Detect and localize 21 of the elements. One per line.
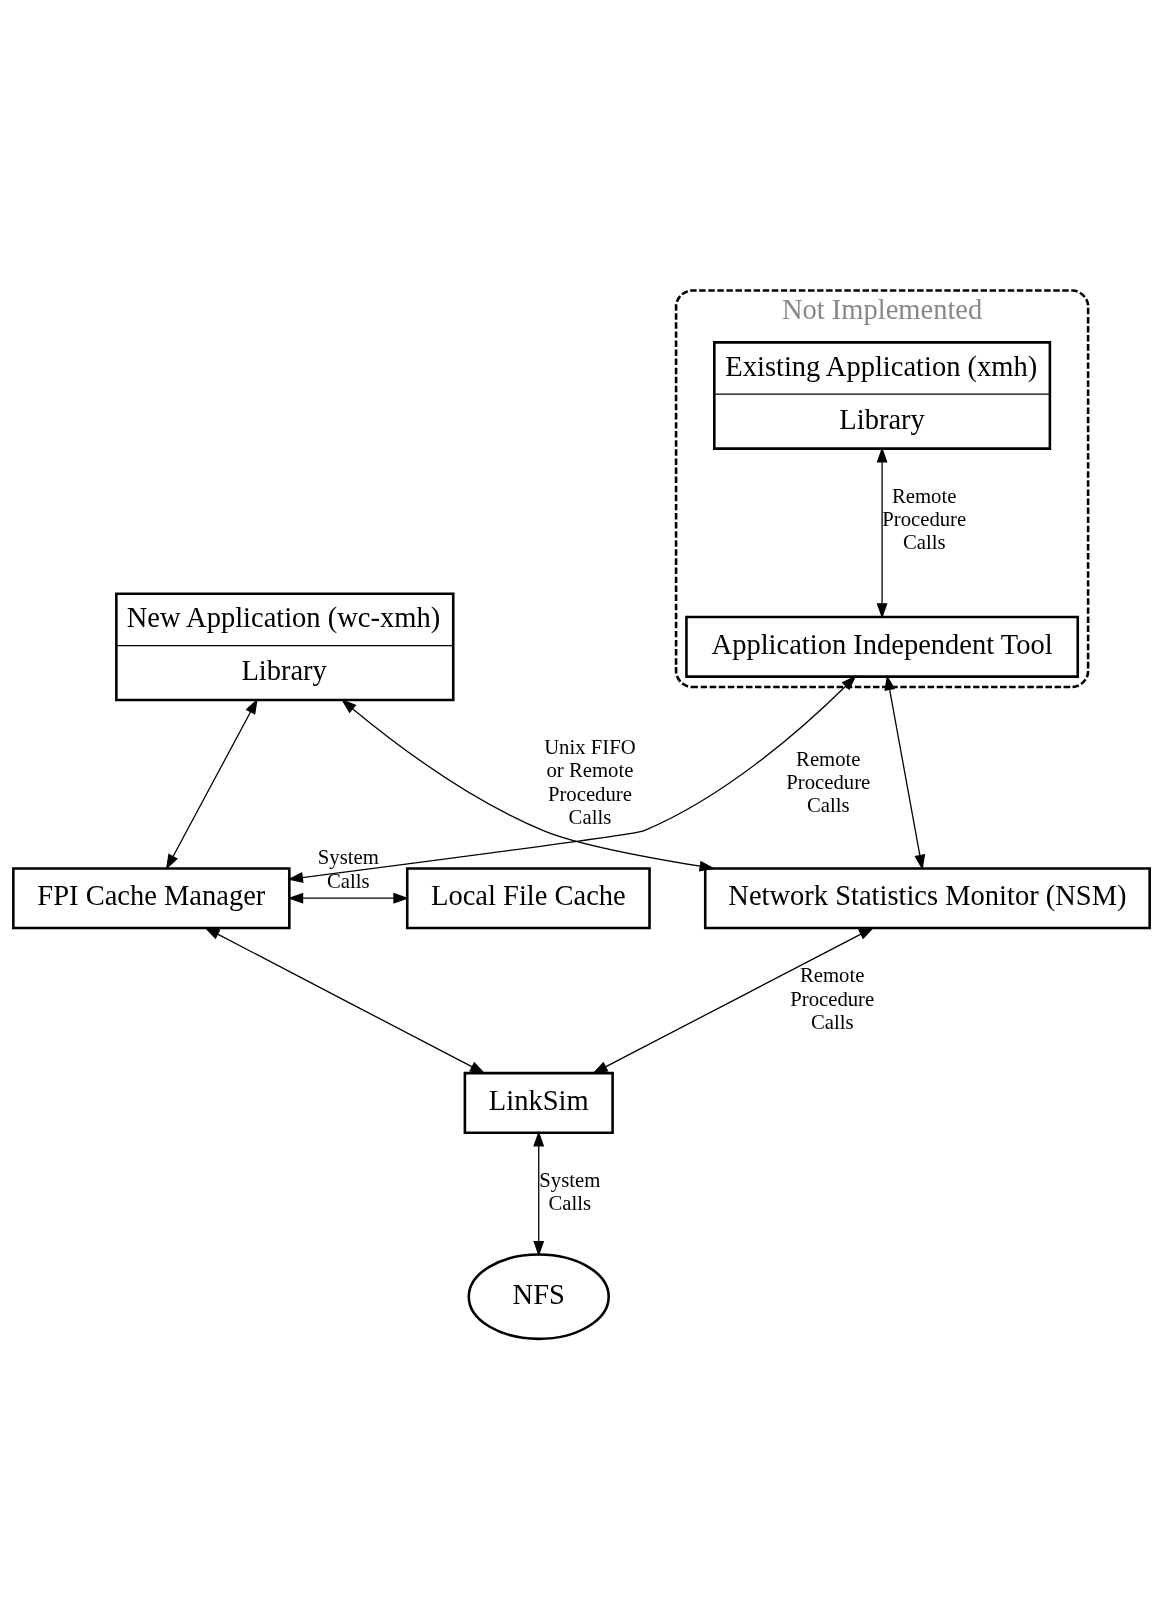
edge-label: Unix FIFO or Remote Procedure Calls	[544, 736, 636, 829]
arrow	[165, 698, 258, 870]
node-box: LinkSim	[463, 1071, 614, 1135]
arrow	[592, 927, 875, 1074]
arrow	[876, 446, 888, 619]
edge-label: System Calls	[317, 846, 379, 892]
node-box: FPI Cache Manager	[12, 867, 291, 930]
arrow	[341, 699, 716, 872]
arrow	[287, 675, 857, 883]
arrow	[287, 892, 409, 904]
edge-label: System Calls	[539, 1168, 601, 1215]
edge-label: Remote Procedure Calls	[786, 747, 871, 817]
node-box: Local File Cache	[405, 867, 651, 930]
arrow	[884, 674, 926, 871]
arrow	[533, 1130, 545, 1257]
node-ellipse: NFS	[467, 1253, 610, 1341]
node-box: Network Statistics Monitor (NSM)	[703, 867, 1151, 930]
node-box: Application Independent Tool	[685, 615, 1080, 678]
edge-label: Remote Procedure Calls	[882, 484, 967, 554]
edge-label: Remote Procedure Calls	[790, 964, 875, 1033]
arrow	[204, 927, 486, 1074]
